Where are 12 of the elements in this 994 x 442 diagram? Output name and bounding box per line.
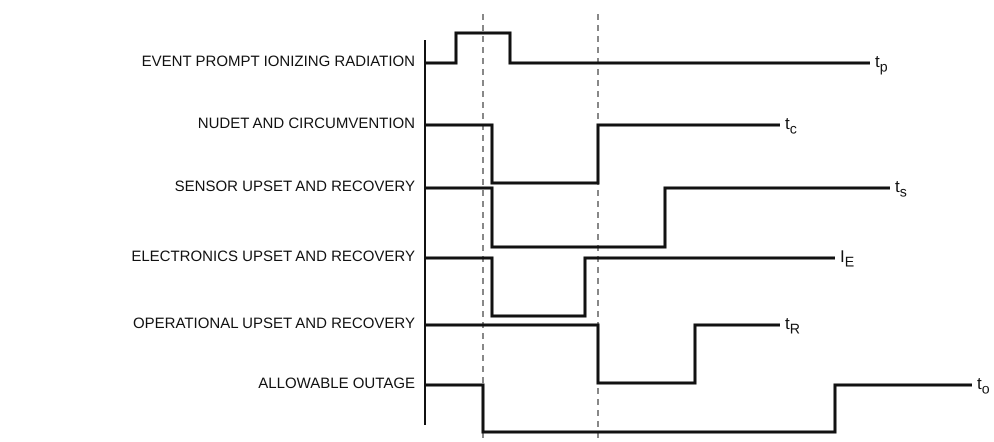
signal-name: OPERATIONAL UPSET AND RECOVERY xyxy=(132,315,415,333)
signal-name: ELECTRONICS UPSET AND RECOVERY xyxy=(131,248,415,266)
signal-name: EVENT PROMPT IONIZING RADIATION xyxy=(142,53,415,71)
signal-name: ALLOWABLE OUTAGE xyxy=(258,375,415,393)
time-label: t$_{o}$ xyxy=(977,375,990,398)
time-label: t$_{s}$ xyxy=(895,178,907,202)
time-label: t$_{R}$ xyxy=(785,315,800,338)
time-label: I$_{E}$ xyxy=(840,248,854,272)
signal-name: NUDET AND CIRCUMVENTION xyxy=(198,115,415,133)
time-label: t$_{c}$ xyxy=(785,115,797,138)
signal-name: SENSOR UPSET AND RECOVERY xyxy=(174,178,415,196)
time-label: t$_{p}$ xyxy=(875,53,888,76)
